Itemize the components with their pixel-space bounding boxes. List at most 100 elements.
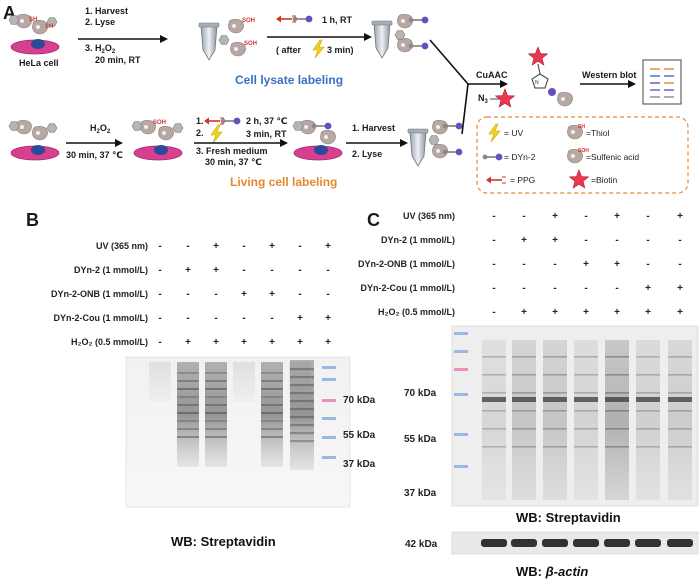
- panel-c-sign: -: [492, 235, 495, 246]
- marker-37kda: 37 kDa: [404, 488, 437, 499]
- lane-band: [512, 374, 536, 376]
- panel-c-sign: +: [552, 307, 558, 318]
- lane-band: [668, 392, 692, 394]
- lane-band: [636, 392, 660, 394]
- cell-bottom-3: [292, 119, 343, 161]
- panel-b-sign: +: [325, 241, 331, 252]
- lane-band: [574, 374, 598, 376]
- lane-band: [605, 356, 629, 358]
- panel-c-sign: -: [584, 211, 587, 222]
- panel-b-sign: +: [213, 337, 219, 348]
- panel-b-blot: [125, 356, 351, 508]
- panel-b-sign: -: [214, 289, 217, 300]
- legend-sulfenic-tag: SOH: [578, 148, 589, 154]
- lane-band: [574, 410, 598, 412]
- lane-band: [205, 404, 227, 406]
- bottom-labeling-steps: 1. 2 h, 37 ℃ 2. 3 min, RT 3. Fresh mediu…: [194, 116, 288, 167]
- after-time: 3 min): [327, 45, 354, 55]
- lane-band: [636, 428, 660, 430]
- panel-c-sign: +: [677, 211, 683, 222]
- lane-band: [482, 374, 506, 376]
- arrowhead: [160, 35, 168, 43]
- lane-band: [261, 380, 283, 382]
- step-harvest: 1. Harvest: [85, 6, 128, 16]
- marker-55kda: 55 kDa: [404, 434, 437, 445]
- lane-band: [205, 420, 227, 422]
- panel-c-sign: -: [615, 235, 618, 246]
- step-time: 20 min, RT: [95, 55, 141, 65]
- lane-band: [636, 356, 660, 358]
- lane-band: [261, 404, 283, 406]
- panel-c-row-label: H₂O₂ (0.5 mmol/L): [378, 307, 455, 317]
- lane-band: [605, 374, 629, 376]
- lane-band: [290, 432, 314, 435]
- bottom-step1-time: 2 h, 37 ℃: [246, 116, 288, 126]
- lane-smear: [636, 340, 660, 500]
- panel-b-sign: -: [270, 313, 273, 324]
- lane-band: [177, 428, 199, 430]
- lane-band: [290, 416, 314, 419]
- lane-band: [636, 397, 660, 402]
- panel-b-sign: -: [298, 241, 301, 252]
- hela-cell-bottom: [8, 119, 60, 161]
- cuaac-label: CuAAC: [476, 70, 508, 80]
- lane-band: [636, 446, 660, 448]
- lane-band: [205, 372, 227, 374]
- lane-band: [261, 436, 283, 438]
- bottom-step2-time: 3 min, RT: [246, 129, 287, 139]
- panel-c-sign: -: [678, 259, 681, 270]
- actin-band: [604, 539, 630, 547]
- panel-b-sign: -: [326, 289, 329, 300]
- panel-b-sign: -: [270, 265, 273, 276]
- lane-band: [205, 412, 227, 414]
- panel-b-row-label: DYn-2-ONB (1 mmol/L): [51, 289, 148, 299]
- marker-37kda: 37 kDa: [343, 459, 376, 470]
- bottom-h2o2-time: 30 min, 37 ℃: [66, 150, 123, 160]
- legend-biotin: =Biotin: [591, 175, 617, 185]
- lane-band: [512, 356, 536, 358]
- lane-band: [543, 428, 567, 430]
- lane-band: [177, 420, 199, 422]
- lane-smear: [543, 340, 567, 500]
- actin-blot: [451, 531, 699, 555]
- panel-c-ladder: [454, 332, 468, 468]
- lane-band: [512, 410, 536, 412]
- panel-c-row-label: UV (365 nm): [403, 211, 455, 221]
- lane-band: [574, 446, 598, 448]
- step-lyse: 2. Lyse: [85, 17, 115, 27]
- lane-band: [290, 392, 314, 395]
- after-text: ( after: [276, 45, 302, 55]
- tube-top-1: SOH SOH: [198, 18, 257, 61]
- western-step: Western blot: [580, 59, 682, 105]
- lane-band: [574, 392, 598, 394]
- lane-band: [668, 397, 692, 402]
- panel-b-row-label: DYn-2 (1 mmol/L): [74, 265, 148, 275]
- incubation-time: 1 h, RT: [322, 15, 353, 25]
- panel-c-sign: +: [614, 307, 620, 318]
- tube-bottom: [407, 119, 464, 167]
- actin-wb-label: WB: β-actin: [516, 564, 588, 579]
- panel-b-sign: -: [186, 313, 189, 324]
- panel-c-sign: -: [646, 235, 649, 246]
- panel-a: A SH SH HeLa cell 1. Harvest 2. Lyse 3. …: [3, 3, 689, 194]
- lane-band: [668, 446, 692, 448]
- panel-c-sign: +: [677, 283, 683, 294]
- panel-c-sign: -: [584, 283, 587, 294]
- lane-band: [512, 392, 536, 394]
- blot-membrane-icon: [642, 59, 682, 105]
- panel-b: B UV (365 nm)--+-+-+DYn-2 (1 mmol/L)-++-…: [26, 210, 376, 549]
- lane-band: [543, 374, 567, 376]
- bottom-step2: 2.: [196, 128, 204, 138]
- panel-c-sign: +: [583, 259, 589, 270]
- lane-band: [205, 428, 227, 430]
- panel-b-sign: -: [214, 313, 217, 324]
- actin-band: [481, 539, 507, 547]
- lane-smear: [205, 362, 227, 467]
- panel-c-sign: +: [521, 235, 527, 246]
- western-blot-label: Western blot: [582, 70, 636, 80]
- sulfenic-tag: SOH: [244, 41, 257, 47]
- actin-band: [511, 539, 537, 547]
- hela-cell-top: SH SH: [8, 13, 60, 55]
